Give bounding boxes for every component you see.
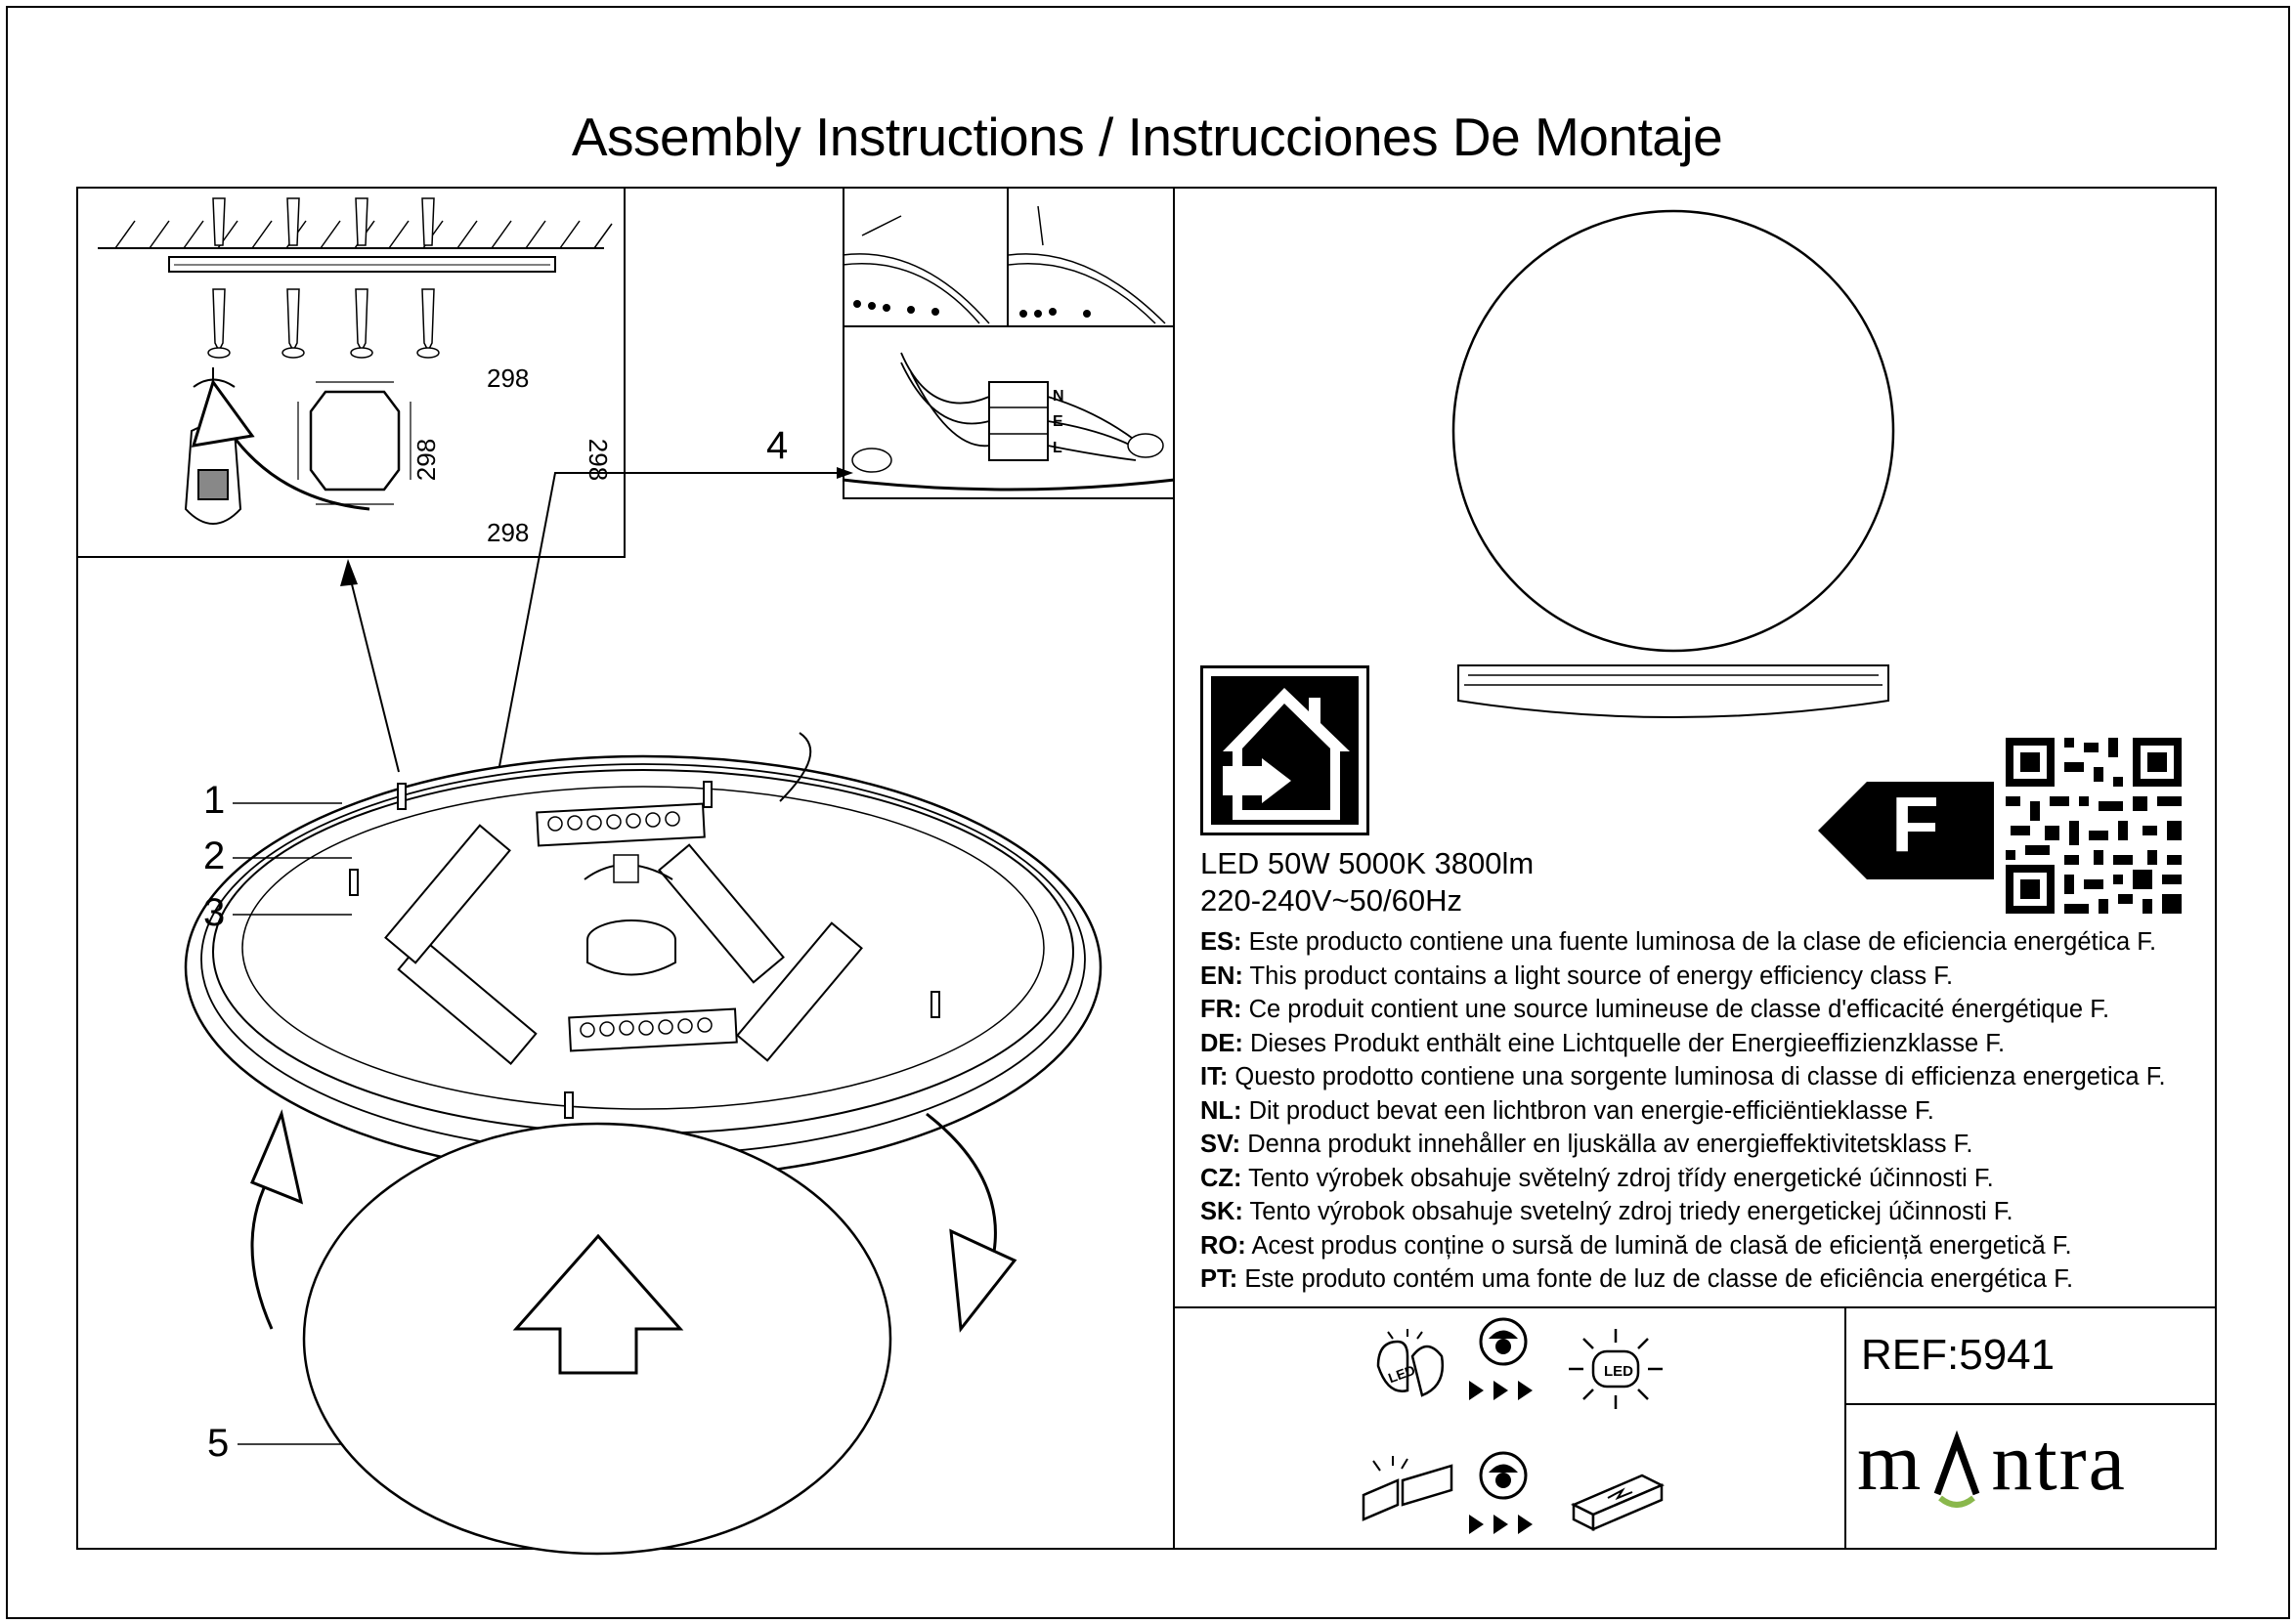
- efficiency-statement: IT: Questo prodotto contiene una sorgent…: [1200, 1063, 2166, 1090]
- spec-line-1: LED 50W 5000K 3800lm: [1200, 846, 1535, 880]
- page-frame: [6, 6, 2290, 1619]
- dimension-left: 298: [411, 438, 442, 482]
- energy-label-arrow-icon: [1818, 782, 1994, 879]
- dimension-bottom: 298: [487, 518, 530, 547]
- efficiency-statements: ES: Este producto contiene una fuente lu…: [1200, 925, 2166, 1297]
- page-title: Assembly Instructions / Instrucciones De…: [571, 107, 1723, 167]
- professional-installer-icon-2: [1469, 1451, 1533, 1534]
- ref-logo-divider: [1844, 1403, 2217, 1405]
- efficiency-statement: FR: Ce produit contient une source lumin…: [1200, 996, 2110, 1023]
- driver-icon: [1571, 1474, 1665, 1532]
- product-illustration: [1451, 209, 1895, 718]
- part-label-5: 5: [207, 1422, 230, 1465]
- energy-class: F: [1891, 781, 1939, 868]
- wiring-detail-drawing: [842, 205, 1176, 491]
- efficiency-statement: ES: Este producto contiene una fuente lu…: [1200, 928, 2157, 956]
- reference-number: REF:5941: [1861, 1331, 2056, 1379]
- qr-code-icon: [2006, 738, 2182, 914]
- efficiency-statement: CZ: Tento výrobek obsahuje světelný zdro…: [1200, 1164, 1994, 1192]
- driver-replaceable-icon: [1362, 1456, 1453, 1521]
- part-label-1: 1: [203, 779, 226, 822]
- wiring-divider-h: [843, 325, 1175, 327]
- led-light-source-icon: [1569, 1329, 1663, 1409]
- logo-caret-icon: [1923, 1430, 1991, 1508]
- efficiency-statement: PT: Este produto contém uma fonte de luz…: [1200, 1265, 2074, 1293]
- mounting-detail-drawing: [98, 197, 613, 525]
- dimension-right: 298: [584, 438, 614, 482]
- wiring-divider-v: [1007, 187, 1009, 326]
- efficiency-statement: RO: Acest produs conține o sursă de lumi…: [1200, 1231, 2072, 1260]
- wiring-detail-box: [843, 187, 1175, 499]
- terminal-e: E: [1053, 413, 1063, 430]
- efficiency-statement: SV: Denna produkt innehåller en ljuskäll…: [1200, 1131, 1973, 1158]
- bottom-row-divider: [1173, 1306, 2217, 1308]
- efficiency-statement: EN: This product contains a light source…: [1200, 962, 1954, 990]
- efficiency-statement: SK: Tento výrobok obsahuje svetelný zdro…: [1200, 1198, 2013, 1225]
- mounting-detail-box: [76, 187, 626, 558]
- brand-logo: m ntra: [1857, 1417, 2127, 1508]
- professional-installer-icon: [1469, 1317, 1533, 1400]
- part-label-3: 3: [203, 891, 226, 934]
- spec-line-2: 220-240V~50/60Hz: [1200, 883, 1463, 918]
- terminal-l: L: [1053, 440, 1062, 456]
- indoor-use-icon: [1200, 665, 1369, 835]
- dimension-top: 298: [487, 363, 530, 393]
- terminal-n: N: [1053, 388, 1064, 405]
- led-small-text: LED: [1604, 1363, 1633, 1380]
- led-replaceable-by-user-icon: [1376, 1329, 1445, 1397]
- ref-divider: [1844, 1306, 1846, 1550]
- efficiency-statement: DE: Dieses Produkt enthält eine Lichtque…: [1200, 1029, 2006, 1057]
- efficiency-statement: NL: Dit product bevat een lichtbron van …: [1200, 1096, 1934, 1125]
- part-label-4: 4: [766, 424, 789, 467]
- exploded-fixture-drawing: [184, 467, 1103, 1556]
- column-divider: [1173, 187, 1175, 1550]
- part-label-2: 2: [203, 834, 226, 877]
